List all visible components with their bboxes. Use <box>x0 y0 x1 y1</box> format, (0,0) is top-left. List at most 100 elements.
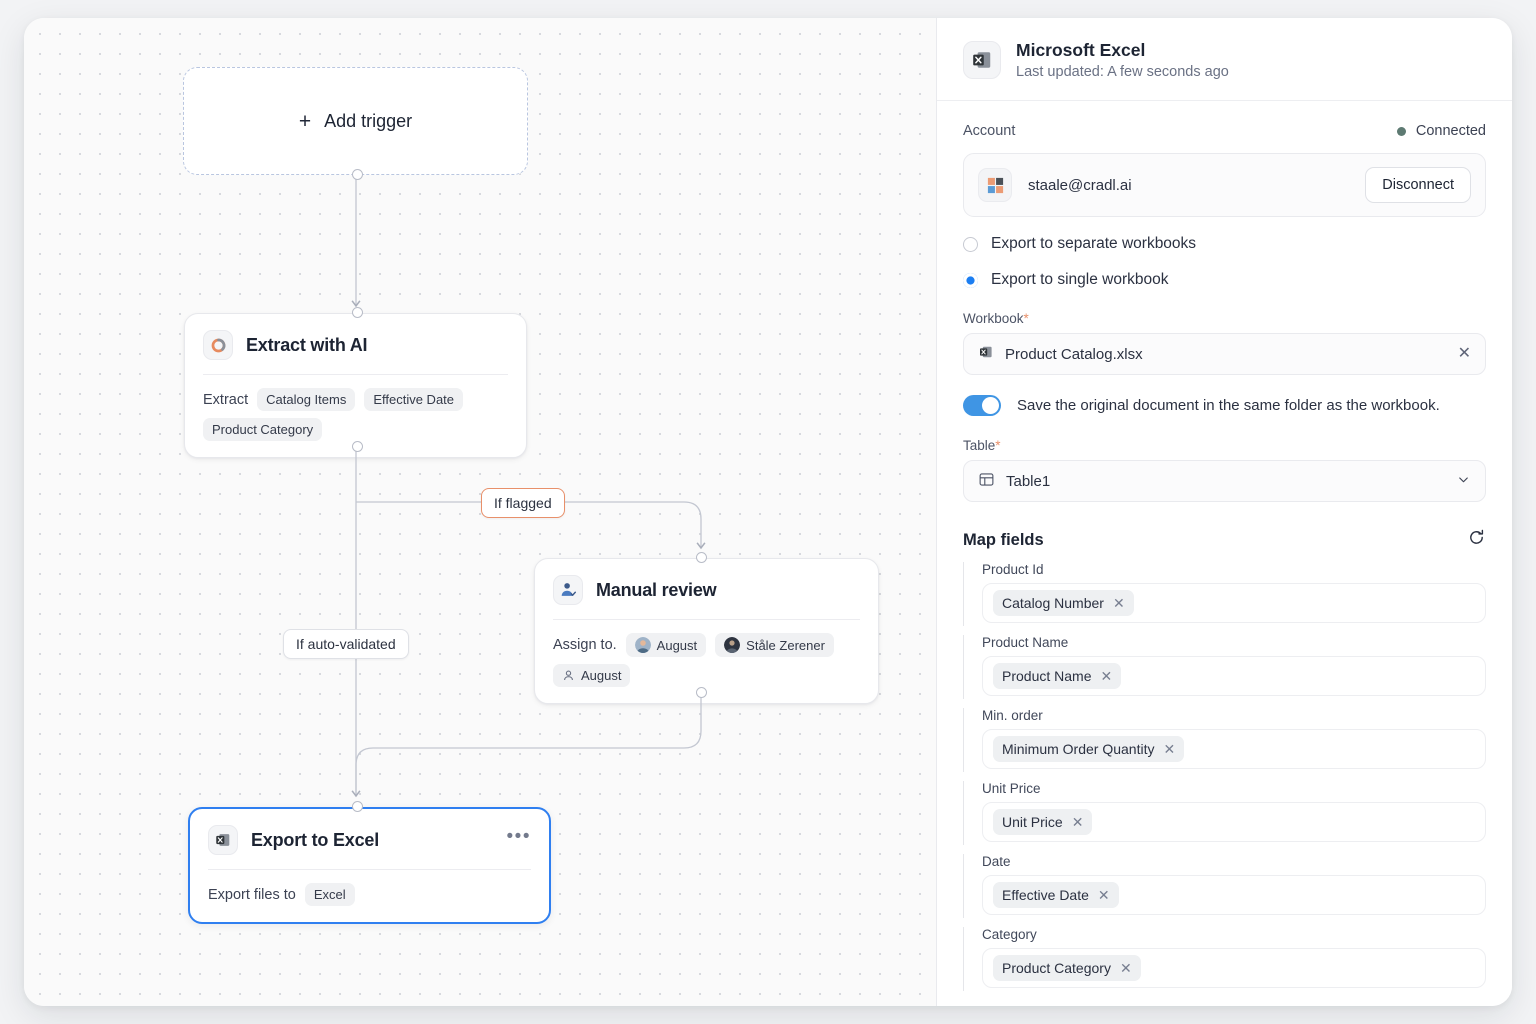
map-field-input[interactable]: Unit Price ✕ <box>982 802 1486 842</box>
token-label: Minimum Order Quantity <box>1002 741 1155 757</box>
map-field-input[interactable]: Product Name✕ <box>982 656 1486 696</box>
refresh-icon[interactable] <box>1467 528 1486 552</box>
excel-file-icon <box>978 344 994 364</box>
remove-token-icon[interactable]: ✕ <box>1097 887 1110 903</box>
disconnect-button[interactable]: Disconnect <box>1365 167 1471 203</box>
save-original-toggle[interactable] <box>963 395 1001 416</box>
account-box: staale@cradl.ai Disconnect <box>963 153 1486 217</box>
map-field-label: Product Id <box>982 562 1044 577</box>
node-export-to-excel[interactable]: Export to Excel ••• Export files to Exce… <box>188 807 551 924</box>
node-extract-with-ai[interactable]: Extract with AI Extract Catalog Items Ef… <box>184 313 527 458</box>
map-field-token[interactable]: Effective Date ✕ <box>993 882 1119 908</box>
account-label: Account <box>963 123 1016 139</box>
status-dot-icon <box>1396 126 1406 136</box>
map-field-group: Product Id Catalog Number ✕ <box>963 562 1486 626</box>
add-trigger-node[interactable]: + Add trigger <box>183 67 528 175</box>
radio-icon[interactable] <box>963 236 978 252</box>
token-label: Unit Price <box>1002 814 1063 830</box>
review-in-port[interactable] <box>696 552 707 563</box>
assignee-name: Ståle Zerener <box>746 637 825 653</box>
assignee-chip-august[interactable]: August <box>625 633 707 657</box>
chevron-down-icon[interactable] <box>1456 472 1471 491</box>
node-body: Export files to Excel <box>190 870 549 922</box>
edge-label-if-auto-validated[interactable]: If auto-validated <box>283 629 409 659</box>
remove-token-icon[interactable]: ✕ <box>1119 960 1132 976</box>
chip-catalog-items[interactable]: Catalog Items <box>257 388 356 411</box>
map-field-token[interactable]: Product Category✕ <box>993 955 1141 981</box>
map-field-label: Product Name <box>982 635 1069 650</box>
radio-export-separate[interactable]: Export to separate workbooks <box>963 235 1486 253</box>
divider <box>553 619 860 620</box>
map-field-input[interactable]: Catalog Number ✕ <box>982 583 1486 623</box>
microsoft-logo-icon <box>978 168 1012 202</box>
workflow-app-window: + Add trigger Extract with AI Extract Ca… <box>24 18 1512 1006</box>
panel-title: Microsoft Excel <box>1016 40 1146 60</box>
node-body-label: Extract <box>203 391 249 408</box>
node-body-label: Export files to <box>208 886 296 903</box>
workbook-label-text: Workbook <box>963 311 1024 326</box>
plus-icon: + <box>298 109 312 133</box>
node-body: Assign to. August Ståle Zerener <box>535 620 878 703</box>
map-field-input[interactable]: Effective Date ✕ <box>982 875 1486 915</box>
panel-subtitle: Last updated: A few seconds ago <box>1016 64 1229 80</box>
account-email: staale@cradl.ai <box>1028 176 1132 194</box>
node-header: Export to Excel ••• <box>190 809 549 869</box>
radio-icon-selected[interactable] <box>963 272 978 288</box>
edge-label-if-flagged[interactable]: If flagged <box>481 488 565 518</box>
map-field-token[interactable]: Minimum Order Quantity ✕ <box>993 736 1185 762</box>
add-trigger-label: Add trigger <box>324 110 413 131</box>
extract-in-port[interactable] <box>352 307 363 318</box>
extract-out-port[interactable] <box>352 441 363 452</box>
map-field-label: Category <box>982 927 1037 942</box>
save-original-label: Save the original document in the same f… <box>1017 397 1440 414</box>
token-label: Catalog Number <box>1002 595 1104 611</box>
export-in-port[interactable] <box>352 801 363 812</box>
assignee-chip-august-secondary[interactable]: August <box>553 664 631 687</box>
assignee-name: August <box>656 637 698 653</box>
table-label: Table* <box>963 438 1486 453</box>
clear-workbook-icon[interactable]: ✕ <box>1457 345 1471 362</box>
map-field-input[interactable]: Product Category✕ <box>982 948 1486 988</box>
node-header: Manual review <box>535 559 878 619</box>
map-field-token[interactable]: Product Name✕ <box>993 663 1122 689</box>
node-manual-review[interactable]: Manual review Assign to. August <box>534 558 879 704</box>
manual-review-icon <box>553 575 583 605</box>
excel-icon <box>208 825 238 855</box>
review-out-port[interactable] <box>696 687 707 698</box>
map-field-token[interactable]: Unit Price ✕ <box>993 809 1093 835</box>
radio-export-single[interactable]: Export to single workbook <box>963 271 1486 289</box>
properties-panel: Microsoft Excel Last updated: A few seco… <box>936 18 1512 1006</box>
remove-token-icon[interactable]: ✕ <box>1163 741 1176 757</box>
node-menu-button[interactable]: ••• <box>506 826 531 847</box>
table-select[interactable]: Table1 <box>963 460 1486 502</box>
node-body-label: Assign to. <box>553 637 617 653</box>
user-icon <box>564 670 573 681</box>
map-field-input[interactable]: Minimum Order Quantity ✕ <box>982 729 1486 769</box>
map-fields-title: Map fields <box>963 530 1044 549</box>
chip-effective-date[interactable]: Effective Date <box>364 388 464 411</box>
remove-token-icon[interactable]: ✕ <box>1071 814 1084 830</box>
status-badge: Connected <box>1415 123 1486 139</box>
node-title: Export to Excel <box>251 829 380 850</box>
remove-token-icon[interactable]: ✕ <box>1112 595 1125 611</box>
workbook-input[interactable]: Product Catalog.xlsx ✕ <box>963 333 1486 375</box>
assignee-chip-stale-zerener[interactable]: Ståle Zerener <box>715 633 834 657</box>
chip-product-category[interactable]: Product Category <box>203 418 323 441</box>
trigger-out-port[interactable] <box>352 169 363 180</box>
workflow-canvas[interactable]: + Add trigger Extract with AI Extract Ca… <box>24 18 936 1006</box>
chip-excel[interactable]: Excel <box>304 883 355 906</box>
connection-status: Connected <box>1396 123 1486 139</box>
remove-token-icon[interactable]: ✕ <box>1100 668 1113 684</box>
node-title: Extract with AI <box>246 334 368 355</box>
panel-header: Microsoft Excel Last updated: A few seco… <box>937 18 1512 101</box>
token-label: Effective Date <box>1002 887 1089 903</box>
assignee-name: August <box>581 668 622 683</box>
save-original-toggle-row[interactable]: Save the original document in the same f… <box>963 395 1486 416</box>
radio-label: Export to separate workbooks <box>991 235 1197 252</box>
panel-header-text: Microsoft Excel Last updated: A few seco… <box>1016 40 1229 80</box>
required-marker: * <box>1023 311 1029 326</box>
map-field-token[interactable]: Catalog Number ✕ <box>993 590 1134 616</box>
